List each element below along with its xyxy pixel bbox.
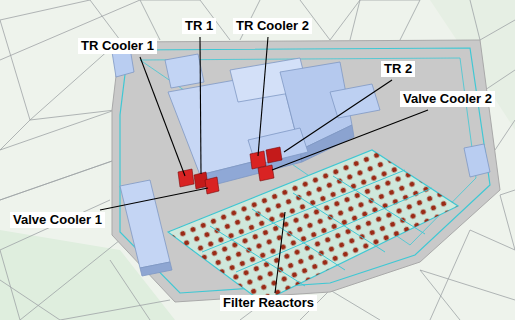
callout-label: TR 2	[381, 61, 415, 77]
callout-label: TR Cooler 1	[78, 38, 157, 54]
leader-lines	[100, 37, 428, 293]
callout-label: Valve Cooler 1	[10, 212, 105, 228]
callout-label: Valve Cooler 2	[400, 91, 495, 107]
red-equipment	[178, 147, 282, 194]
filter-reactor-yard	[168, 150, 458, 302]
callout-label: TR 1	[182, 18, 216, 34]
callout-label: Filter Reactors	[220, 295, 317, 311]
platform	[112, 40, 500, 302]
callout-label: TR Cooler 2	[233, 18, 312, 34]
